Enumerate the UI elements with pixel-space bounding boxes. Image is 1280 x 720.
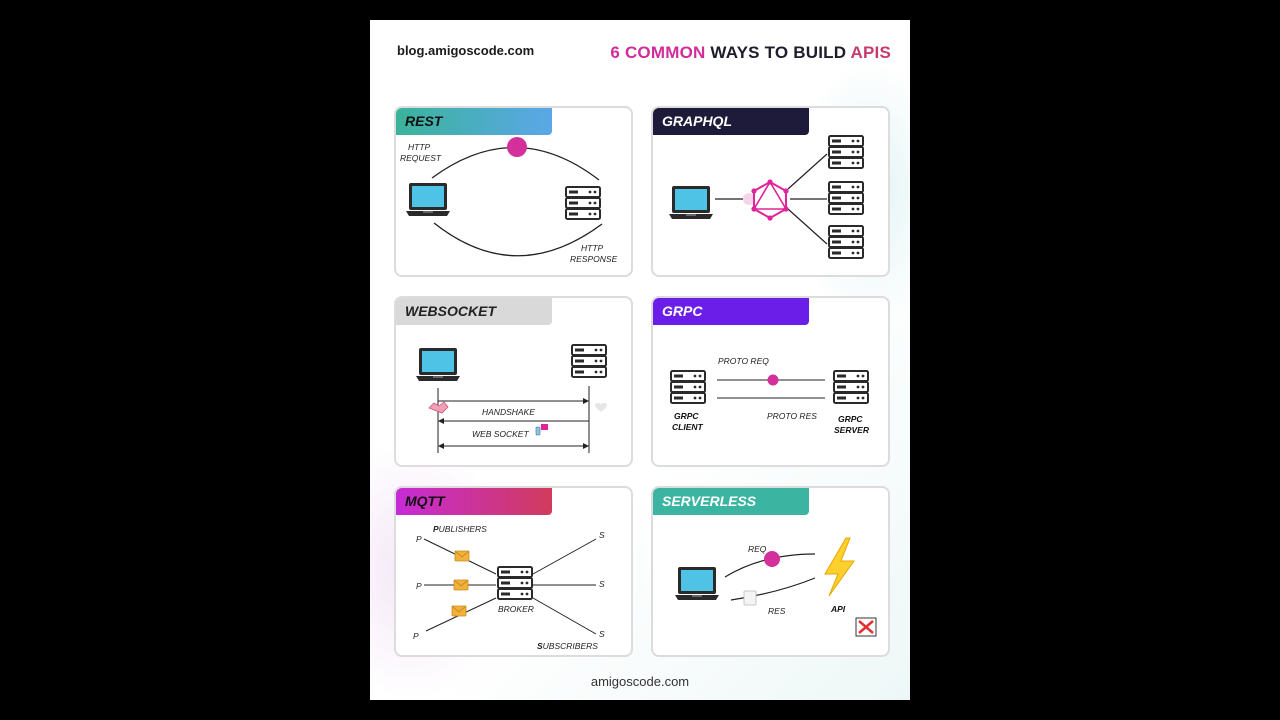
api-text: API — [830, 604, 846, 614]
lightning-icon — [824, 537, 855, 597]
grpc-label: GRPC — [653, 298, 809, 325]
http-response-l2: RESPONSE — [570, 254, 618, 264]
subscribers-text: SUBSCRIBERS — [537, 641, 598, 651]
publisher-p: P — [413, 631, 419, 641]
document-icon — [743, 590, 757, 606]
serverless-card: SERVERLESS REQ RES API — [651, 486, 890, 657]
grpc-diagram: PROTO REQ PROTO RES GRPC CLIENT GRPC SER… — [670, 356, 870, 435]
broker-server-icon — [497, 566, 533, 600]
laptop-icon — [675, 567, 719, 600]
message-envelope-icon — [453, 579, 469, 591]
footer-url: amigoscode.com — [590, 674, 690, 689]
req-text: REQ — [748, 544, 767, 554]
graphql-card: GRAPHQL — [651, 106, 890, 277]
publishers-text: PUBLISHERS — [433, 524, 487, 534]
handshake-text: HANDSHAKE — [482, 407, 535, 417]
poster-title: 6 COMMON WAYS TO BUILD APIS — [610, 43, 891, 63]
heart-icon — [595, 402, 607, 412]
req-dot — [764, 551, 780, 567]
handshake-icon — [428, 401, 449, 414]
http-response-l1: HTTP — [581, 243, 604, 253]
res-text: RES — [768, 606, 786, 616]
mqtt-diagram: P P P S S S PUBLISHERS BROKER SUBSCRIBER… — [413, 524, 605, 651]
laptop-icon — [669, 186, 713, 219]
grpc-card: GRPC PROTO REQ PROTO RES GRPC CLIENT GRP… — [651, 296, 890, 467]
grpc-server-icon — [833, 370, 869, 404]
grpc-server-l2: SERVER — [834, 425, 870, 435]
http-request-l1: HTTP — [408, 142, 431, 152]
laptop-icon — [406, 183, 450, 216]
websocket-text: WEB SOCKET — [472, 429, 529, 439]
websocket-diagram: HANDSHAKE WEB SOCKET — [416, 344, 607, 453]
server-icon — [828, 135, 864, 169]
graphql-logo-icon — [743, 179, 789, 221]
subscriber-s: S — [599, 530, 605, 540]
plug-icon — [535, 424, 548, 436]
server-icon — [571, 344, 607, 378]
http-request-l2: REQUEST — [400, 153, 442, 163]
title-part-1: 6 COMMON — [610, 43, 706, 62]
websocket-label: WEBSOCKET — [396, 298, 552, 325]
title-part-3: APIS — [850, 43, 891, 62]
websocket-card: WEBSOCKET HANDSHAKE WEB SOCK — [394, 296, 633, 467]
rest-diagram: HTTP REQUEST HTTP RESPONSE — [400, 137, 618, 264]
grpc-client-l1: GRPC — [674, 411, 699, 421]
grpc-client-server-icon — [670, 370, 706, 404]
error-icon — [855, 617, 877, 637]
server-icon — [828, 181, 864, 215]
message-envelope-icon — [454, 550, 470, 562]
broker-text: BROKER — [498, 604, 534, 614]
server-icon — [565, 186, 601, 220]
infographic-poster: blog.amigoscode.com 6 COMMON WAYS TO BUI… — [370, 20, 910, 700]
publisher-p: P — [416, 534, 422, 544]
grpc-client-l2: CLIENT — [672, 422, 704, 432]
serverless-label: SERVERLESS — [653, 488, 809, 515]
graphql-diagram — [669, 135, 864, 259]
serverless-diagram: REQ RES API — [675, 537, 877, 637]
proto-res-text: PROTO RES — [767, 411, 817, 421]
title-part-2: WAYS TO BUILD — [710, 43, 847, 62]
server-icon — [828, 225, 864, 259]
site-url: blog.amigoscode.com — [397, 43, 535, 58]
rest-label: REST — [396, 108, 552, 135]
proto-req-dot — [767, 374, 779, 386]
mqtt-label: MQTT — [396, 488, 552, 515]
publisher-p: P — [416, 581, 422, 591]
message-envelope-icon — [451, 605, 467, 617]
mqtt-card: MQTT P P P S S S PUBLISHERS BROKER SUBSC… — [394, 486, 633, 657]
grpc-server-l1: GRPC — [838, 414, 863, 424]
proto-req-text: PROTO REQ — [718, 356, 769, 366]
rest-card: REST HTTP REQUEST HTTP RESPONSE — [394, 106, 633, 277]
subscriber-s: S — [599, 629, 605, 639]
request-dot — [507, 137, 527, 157]
graphql-label: GRAPHQL — [653, 108, 809, 135]
subscriber-s: S — [599, 579, 605, 589]
laptop-icon — [416, 348, 460, 381]
